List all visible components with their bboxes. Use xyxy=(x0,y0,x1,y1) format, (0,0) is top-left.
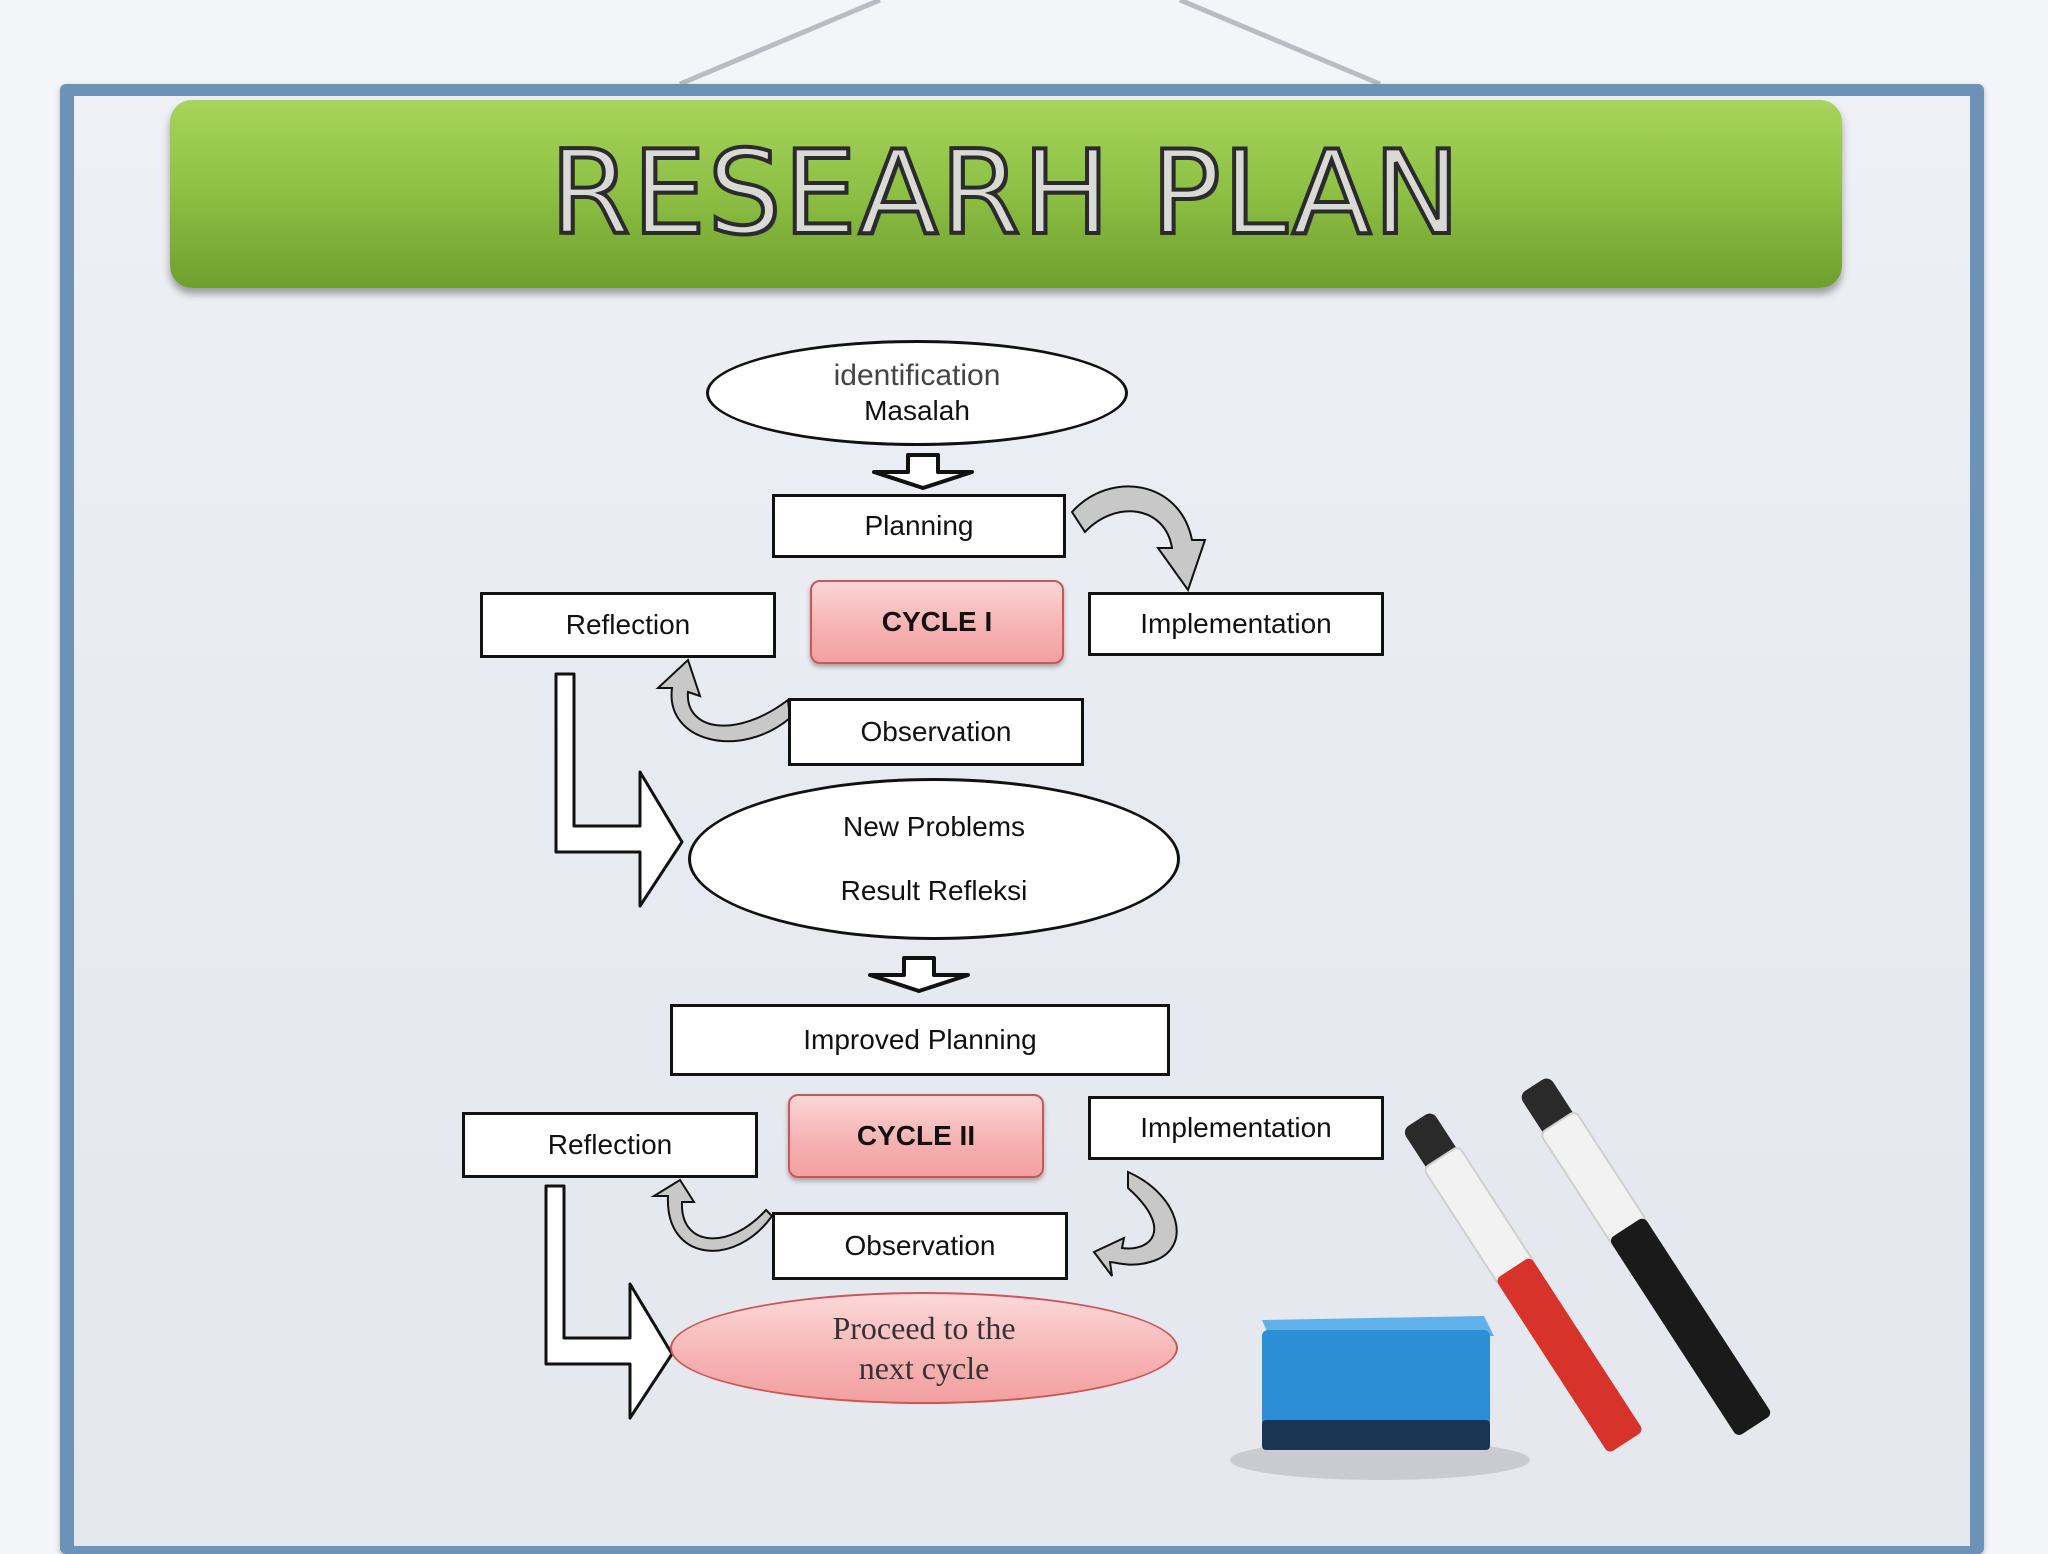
down-arrow-icon xyxy=(872,453,974,490)
new-problems-oval: New Problems Result Refleksi xyxy=(688,778,1180,940)
identification-oval: identification Masalah xyxy=(706,340,1128,446)
l-arrow-icon xyxy=(544,1184,674,1420)
down-arrow-icon xyxy=(868,956,970,993)
next-cycle-label: next cycle xyxy=(858,1350,990,1386)
reflection-label: Reflection xyxy=(565,609,691,640)
title-banner: RESEARH PLAN xyxy=(170,100,1842,288)
observation-box-2: Observation xyxy=(772,1212,1068,1280)
red-marker-icon xyxy=(1404,1113,1642,1452)
implementation-label-2: Implementation xyxy=(1140,1112,1332,1143)
black-marker-icon xyxy=(1521,1078,1771,1435)
observation-label: Observation xyxy=(860,716,1012,747)
cycle-1-label: CYCLE I xyxy=(881,606,993,637)
planning-label: Planning xyxy=(864,510,974,541)
cycle-2-label: CYCLE II xyxy=(856,1120,976,1151)
improved-planning-box: Improved Planning xyxy=(670,1004,1170,1076)
reflection-box: Reflection xyxy=(480,592,776,658)
next-cycle-oval: Proceed to the next cycle xyxy=(670,1292,1178,1404)
improved-planning-label: Improved Planning xyxy=(803,1024,1037,1055)
planning-box: Planning xyxy=(772,494,1066,558)
reflection-box-2: Reflection xyxy=(462,1112,758,1178)
reflection-label-2: Reflection xyxy=(547,1129,673,1160)
page-title: RESEARH PLAN xyxy=(548,126,1463,261)
observation-label-2: Observation xyxy=(844,1230,996,1261)
identification-label: identification xyxy=(833,359,1001,392)
curved-arrow-icon xyxy=(1070,485,1207,593)
curved-arrow-icon xyxy=(655,658,792,743)
implementation-label: Implementation xyxy=(1140,608,1332,639)
cycle-2-badge: CYCLE II xyxy=(788,1094,1044,1178)
eraser-icon xyxy=(1230,1316,1530,1480)
implementation-box-2: Implementation xyxy=(1088,1096,1384,1160)
l-arrow-icon xyxy=(554,672,684,908)
observation-box: Observation xyxy=(788,698,1084,766)
result-refleksi-label: Result Refleksi xyxy=(840,875,1028,906)
cycle-1-badge: CYCLE I xyxy=(810,580,1064,664)
curved-arrow-icon xyxy=(1092,1170,1178,1277)
implementation-box: Implementation xyxy=(1088,592,1384,656)
new-problems-label: New Problems xyxy=(842,811,1026,842)
curved-arrow-icon xyxy=(650,1178,774,1252)
proceed-label: Proceed to the xyxy=(832,1310,1016,1346)
masalah-label: Masalah xyxy=(864,395,970,426)
